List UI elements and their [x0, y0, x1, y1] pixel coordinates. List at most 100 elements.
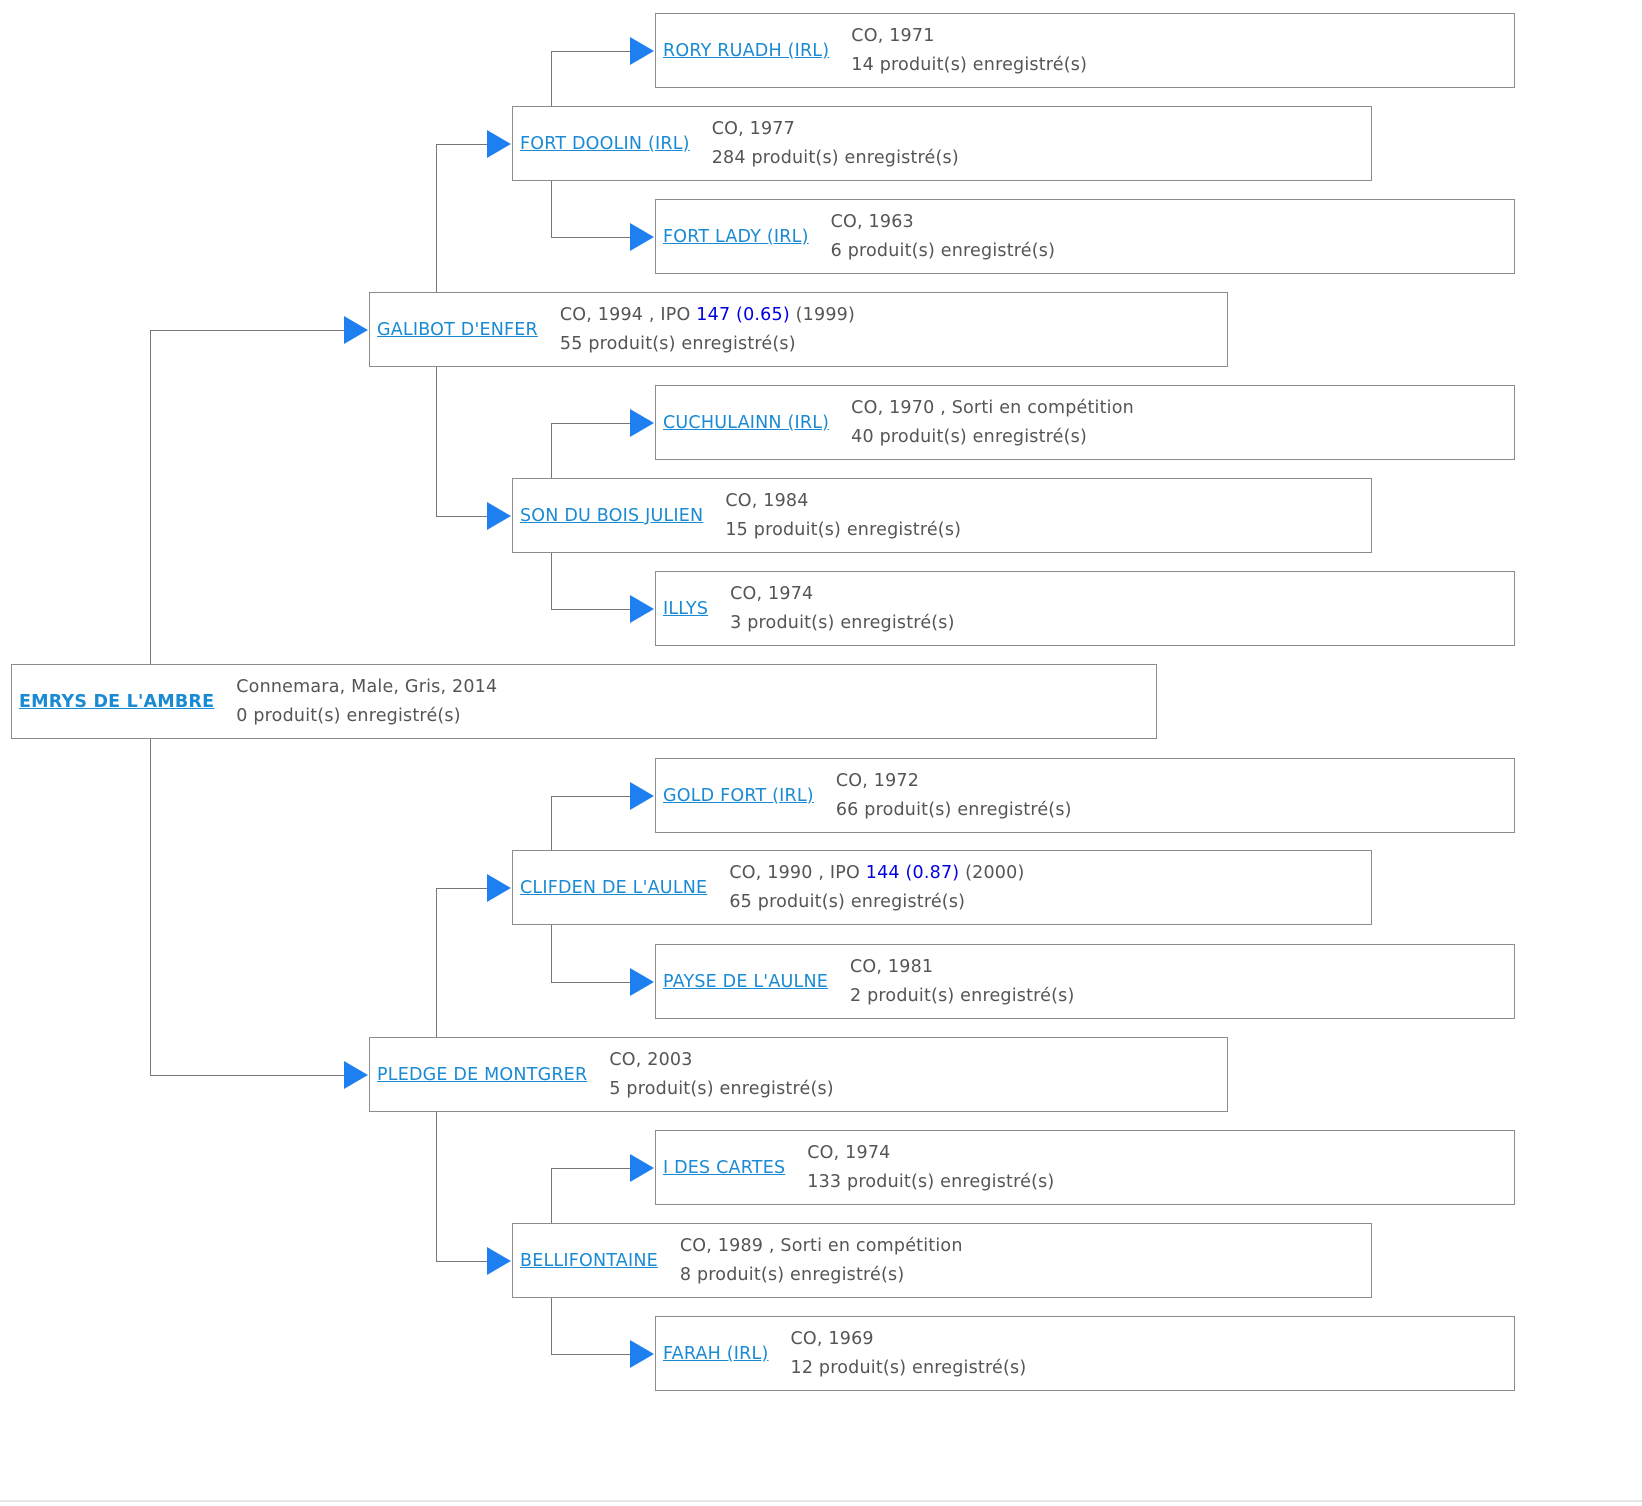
offspring-count: 284 produit(s) enregistré(s)	[711, 147, 959, 168]
horse-card: EMRYS DE L'AMBRE Connemara, Male, Gris, 2…	[11, 664, 1157, 739]
connector-line	[150, 329, 345, 331]
horse-details: CO, 1989 , Sorti en compétition	[680, 1232, 963, 1261]
horse-details-text: CO, 1984	[725, 490, 809, 511]
connector-line	[150, 1074, 345, 1076]
connector-line	[436, 887, 437, 1037]
connector-line	[551, 422, 552, 478]
offspring-count: 55 produit(s) enregistré(s)	[559, 333, 796, 354]
horse-name-link[interactable]: CLIFDEN DE L'AULNE	[520, 877, 708, 898]
arrow-right-icon	[630, 408, 654, 437]
horse-card: PLEDGE DE MONTGRER CO, 2003 5 produit(s) e…	[369, 1037, 1228, 1112]
horse-name-link[interactable]: GOLD FORT (IRL)	[663, 785, 814, 806]
horse-name-link[interactable]: FARAH (IRL)	[663, 1343, 769, 1364]
offspring-count: 133 produit(s) enregistré(s)	[807, 1171, 1055, 1192]
page-bottom-divider	[0, 1500, 1642, 1502]
horse-details-text: CO, 1963	[830, 211, 914, 232]
horse-card: GOLD FORT (IRL) CO, 1972 66 produit(s) enr…	[655, 758, 1515, 833]
horse-name-link[interactable]: I DES CARTES	[663, 1157, 786, 1178]
horse-info: CO, 1974 3 produit(s) enregistré(s)	[730, 580, 955, 638]
horse-details: CO, 1963	[831, 208, 1056, 237]
connector-line	[551, 795, 631, 797]
horse-info: CO, 1974 133 produit(s) enregistré(s)	[807, 1139, 1054, 1197]
horse-info: CO, 1984 15 produit(s) enregistré(s)	[725, 487, 961, 545]
horse-card: I DES CARTES CO, 1974 133 produit(s) enreg…	[655, 1130, 1515, 1205]
offspring-count: 0 produit(s) enregistré(s)	[236, 705, 461, 726]
horse-details: CO, 1974	[807, 1139, 1054, 1168]
horse-details: CO, 1970 , Sorti en compétition	[851, 394, 1134, 423]
horse-details: CO, 1971	[851, 22, 1087, 51]
horse-name-link[interactable]: ILLYS	[663, 598, 709, 619]
ipo-year: (1999)	[789, 304, 856, 325]
horse-details-text: CO, 2003	[609, 1049, 693, 1070]
horse-name-link[interactable]: GALIBOT D'ENFER	[377, 319, 538, 340]
offspring-count: 3 produit(s) enregistré(s)	[730, 612, 955, 633]
offspring-count: 15 produit(s) enregistré(s)	[725, 519, 962, 540]
horse-details: CO, 1984	[725, 487, 961, 516]
arrow-right-icon	[630, 594, 654, 623]
horse-info: CO, 1989 , Sorti en compétition 8 produit…	[680, 1232, 963, 1290]
horse-details: CO, 2003	[609, 1046, 834, 1075]
connector-line	[551, 981, 631, 983]
horse-details-text: CO, 1969	[790, 1328, 874, 1349]
horse-name-link[interactable]: PAYSE DE L'AULNE	[663, 971, 828, 992]
horse-details-text: CO, 1994 , IPO	[559, 304, 697, 325]
connector-line	[150, 329, 151, 664]
offspring-count: 5 produit(s) enregistré(s)	[609, 1078, 834, 1099]
horse-name-link[interactable]: PLEDGE DE MONTGRER	[377, 1064, 588, 1085]
horse-details-text: CO, 1974	[807, 1142, 891, 1163]
horse-details: CO, 1974	[730, 580, 955, 609]
offspring-count: 66 produit(s) enregistré(s)	[835, 799, 1072, 820]
connector-line	[551, 1167, 552, 1223]
connector-line	[150, 739, 151, 1075]
connector-line	[551, 1167, 631, 1169]
horse-card: FORT DOOLIN (IRL) CO, 1977 284 produit(s) …	[512, 106, 1372, 181]
offspring-count: 40 produit(s) enregistré(s)	[851, 426, 1088, 447]
horse-info: CO, 2003 5 produit(s) enregistré(s)	[609, 1046, 834, 1104]
horse-details-text: CO, 1970 , Sorti en compétition	[851, 397, 1134, 418]
arrow-right-icon	[344, 1060, 368, 1089]
horse-details: CO, 1977	[712, 115, 959, 144]
arrow-right-icon	[487, 501, 511, 530]
horse-name-link[interactable]: SON DU BOIS JULIEN	[520, 505, 704, 526]
connector-line	[551, 50, 631, 52]
horse-name-link[interactable]: FORT DOOLIN (IRL)	[520, 133, 690, 154]
connector-line	[551, 181, 552, 237]
horse-card: CUCHULAINN (IRL) CO, 1970 , Sorti en comp…	[655, 385, 1515, 460]
connector-line	[436, 515, 488, 517]
connector-line	[436, 367, 437, 516]
horse-details: CO, 1969	[791, 1325, 1027, 1354]
arrow-right-icon	[487, 1246, 511, 1275]
connector-line	[551, 236, 631, 238]
connector-line	[551, 553, 552, 609]
horse-info: CO, 1977 284 produit(s) enregistré(s)	[712, 115, 959, 173]
horse-card: FARAH (IRL) CO, 1969 12 produit(s) enregis…	[655, 1316, 1515, 1391]
ipo-year: (2000)	[959, 862, 1025, 883]
connector-line	[551, 795, 552, 850]
horse-name-link[interactable]: CUCHULAINN (IRL)	[663, 412, 830, 433]
horse-name-link[interactable]: FORT LADY (IRL)	[663, 226, 809, 247]
connector-line	[436, 1260, 488, 1262]
horse-details-text: CO, 1972	[835, 770, 920, 791]
horse-name-link[interactable]: RORY RUADH (IRL)	[663, 40, 830, 61]
arrow-right-icon	[630, 967, 654, 996]
offspring-count: 65 produit(s) enregistré(s)	[729, 891, 966, 912]
connector-line	[436, 143, 488, 145]
offspring-count: 8 produit(s) enregistré(s)	[679, 1264, 905, 1285]
connector-line	[551, 50, 552, 106]
offspring-count: 12 produit(s) enregistré(s)	[790, 1357, 1027, 1378]
arrow-right-icon	[630, 781, 654, 810]
connector-line	[436, 887, 488, 889]
horse-info: CO, 1971 14 produit(s) enregistré(s)	[851, 22, 1087, 80]
horse-name-link[interactable]: EMRYS DE L'AMBRE	[19, 691, 215, 712]
offspring-count: 2 produit(s) enregistré(s)	[850, 985, 1075, 1006]
horse-details-text: CO, 1974	[730, 583, 814, 604]
horse-details-text: CO, 1990 , IPO	[729, 862, 866, 883]
arrow-right-icon	[630, 1339, 654, 1368]
horse-details: Connemara, Male, Gris, 2014	[236, 673, 497, 702]
horse-name-link[interactable]: BELLIFONTAINE	[520, 1250, 658, 1271]
offspring-count: 14 produit(s) enregistré(s)	[851, 54, 1088, 75]
ipo-value: 147 (0.65)	[696, 304, 790, 325]
